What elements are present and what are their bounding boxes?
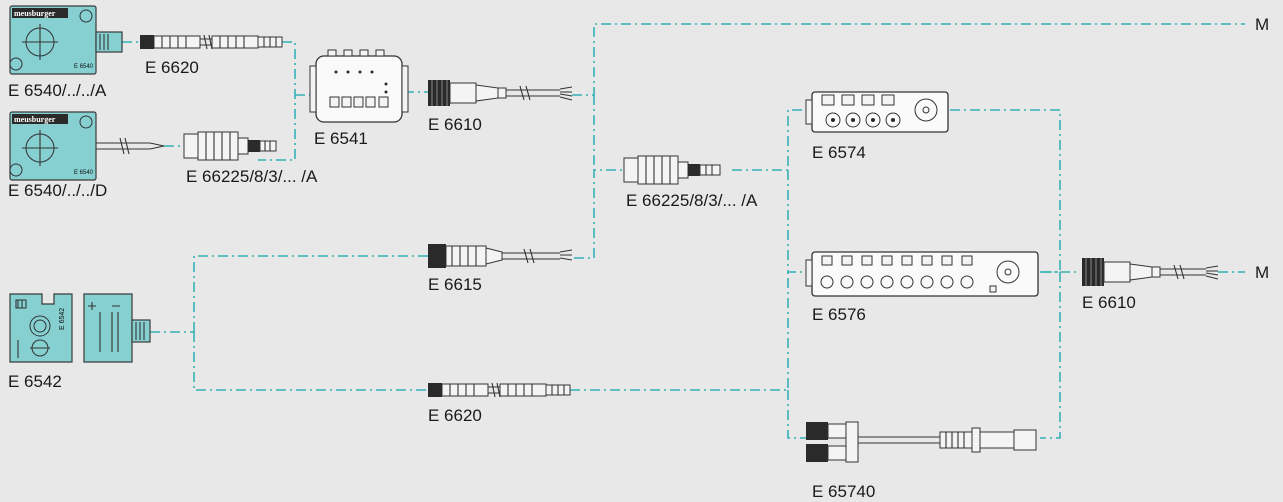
wire-trunk-to-6615 bbox=[574, 95, 624, 259]
wires bbox=[122, 23, 1245, 439]
label-cable-66225-mid: E 66225/8/3/... /A bbox=[626, 191, 758, 210]
label-hub-6541: E 6541 bbox=[314, 129, 368, 148]
label-cable-6615: E 6615 bbox=[428, 275, 482, 294]
splitter-65740[interactable] bbox=[806, 421, 1037, 463]
wire-6574-to-right bbox=[950, 109, 1061, 273]
wire-6620-bottom-to-boxes bbox=[570, 272, 806, 439]
brand-label-d: meusburger bbox=[14, 115, 56, 124]
brand-label-a: meusburger bbox=[14, 9, 56, 18]
label-cable-6620-bottom: E 6620 bbox=[428, 406, 482, 425]
wire-6542-bus bbox=[150, 255, 428, 391]
cable-6620-top[interactable] bbox=[140, 34, 283, 50]
model-label-a: E 6540 bbox=[74, 64, 94, 70]
label-m-right: M bbox=[1255, 263, 1269, 282]
wire-6620-to-hub bbox=[258, 41, 296, 161]
label-sensor-6542: E 6542 bbox=[8, 372, 62, 391]
wire-bottom-to-65740 bbox=[1040, 272, 1061, 439]
label-splitter-65740: E 65740 bbox=[812, 482, 875, 501]
cable-6610-top[interactable] bbox=[428, 80, 573, 106]
hub-6541[interactable] bbox=[309, 49, 409, 123]
label-cable-66225-left: E 66225/8/3/... /A bbox=[186, 167, 318, 186]
label-cable-6610-right: E 6610 bbox=[1082, 293, 1136, 312]
label-sensor-a: E 6540/../../A bbox=[8, 81, 107, 100]
sensor-6540-d[interactable]: meusburger E 6540 bbox=[9, 111, 165, 181]
label-m-top: M bbox=[1255, 15, 1269, 34]
labels: E 6540/../../A E 6540/../../D E 6620 E 6… bbox=[8, 15, 1269, 501]
label-sensor-d: E 6540/../../D bbox=[8, 181, 107, 200]
wire-main-trunk bbox=[572, 23, 1245, 96]
label-box-6574: E 6574 bbox=[812, 143, 866, 162]
cable-6615[interactable] bbox=[428, 244, 573, 268]
label-cable-6620-top: E 6620 bbox=[145, 58, 199, 77]
cable-66225-mid[interactable] bbox=[623, 155, 721, 185]
cable-66225-left[interactable] bbox=[183, 131, 277, 161]
label-box-6576: E 6576 bbox=[812, 305, 866, 324]
model-label-d: E 6540 bbox=[74, 170, 94, 176]
sensor-6540-a[interactable]: meusburger E 6540 bbox=[9, 5, 123, 75]
label-cable-6610-top: E 6610 bbox=[428, 115, 482, 134]
box-6574[interactable] bbox=[805, 91, 949, 133]
cable-6610-right[interactable] bbox=[1082, 258, 1219, 286]
sensor-6542[interactable]: E 6542 bbox=[9, 293, 151, 363]
model-label-6542: E 6542 bbox=[59, 308, 66, 330]
cable-6620-bottom[interactable] bbox=[428, 382, 571, 398]
box-6576[interactable] bbox=[805, 251, 1039, 297]
